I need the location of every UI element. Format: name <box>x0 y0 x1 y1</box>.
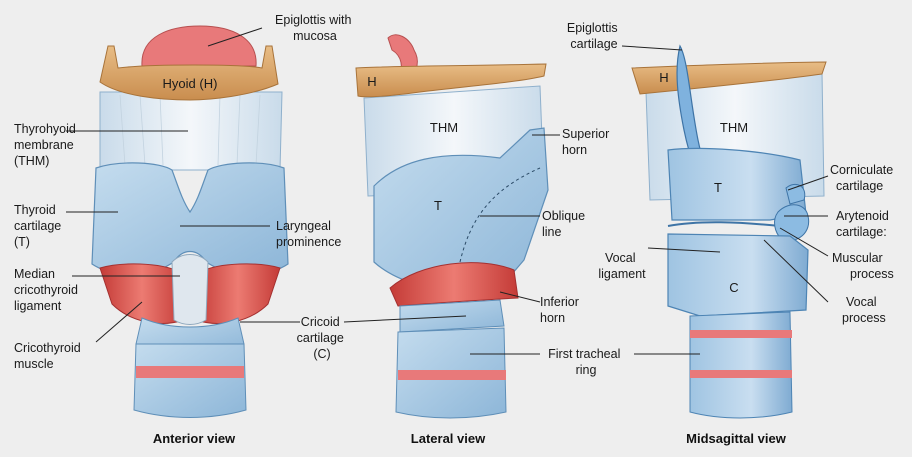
mid-trachea <box>689 311 793 419</box>
lateral-cricoid <box>399 299 505 333</box>
lateral-tracheal-ring-gap <box>398 370 506 380</box>
anterior-larynx <box>91 25 289 418</box>
label-corniculate: Corniculate cartilage <box>830 163 897 193</box>
lateral-thyroid-cartilage <box>373 127 549 295</box>
mid-tracheal-ring-gap-1 <box>690 330 792 338</box>
lateral-oblique-line <box>459 167 541 263</box>
mid-tracheal-ring-gap-2 <box>690 370 792 378</box>
anterior-cricothyroid-right <box>195 263 281 324</box>
label-cricothyroid-muscle: Cricothyroid muscle <box>14 341 84 371</box>
midsagittal-view-title: Midsagittal view <box>686 431 787 446</box>
anterior-hyoid <box>99 45 279 101</box>
anterior-view-title: Anterior view <box>153 431 236 446</box>
anterior-trachea <box>133 343 247 418</box>
label-cricoid: Cricoid cartilage (C) <box>297 315 348 361</box>
label-laryngeal-prominence: Laryngeal prominence <box>276 219 341 249</box>
label-h-lateral: H <box>367 74 376 89</box>
anterior-epiglottis <box>141 25 257 67</box>
label-superior-horn: Superior horn <box>562 127 613 157</box>
label-c-mid: C <box>729 280 738 295</box>
label-thm-lateral: THM <box>430 120 458 135</box>
anterior-tracheal-ring-gap <box>136 366 244 378</box>
labels: Epiglottis with mucosa Hyoid (H) Thyrohy… <box>14 13 897 377</box>
label-median-cricothyroid: Median cricothyroid ligament <box>14 267 81 313</box>
label-vocal-ligament: Vocal ligament <box>598 251 646 281</box>
lateral-hyoid <box>355 63 547 98</box>
label-arytenoid: Arytenoid cartilage: <box>836 209 892 239</box>
view-titles: Anterior view Lateral view Midsagittal v… <box>153 431 787 446</box>
midsagittal-larynx <box>631 44 827 419</box>
label-t-lateral: T <box>434 198 442 213</box>
label-t-mid: T <box>714 180 722 195</box>
mid-arytenoid <box>774 204 810 242</box>
label-epiglottis-cartilage: Epiglottis cartilage <box>567 21 621 51</box>
anterior-median-ligament <box>171 254 209 325</box>
lateral-view-title: Lateral view <box>411 431 486 446</box>
label-oblique-line: Oblique line <box>542 209 589 239</box>
mid-cricoid-lamina <box>667 233 809 317</box>
label-thyroid: Thyroid cartilage (T) <box>14 203 65 249</box>
lateral-larynx <box>355 34 549 419</box>
lateral-cricothyroid <box>389 262 519 307</box>
label-muscular-process: Muscular process <box>832 251 894 281</box>
label-hyoid: Hyoid (H) <box>163 76 218 91</box>
anterior-cricothyroid-left <box>99 263 185 324</box>
label-inferior-horn: Inferior horn <box>540 295 582 325</box>
label-epiglottis-mucosa: Epiglottis with mucosa <box>275 13 355 43</box>
mid-vocal-ligament <box>667 221 781 227</box>
membrane-fibers <box>119 94 261 166</box>
label-thm-mid: THM <box>720 120 748 135</box>
label-h-mid: H <box>659 70 668 85</box>
label-first-tracheal-ring: First tracheal ring <box>548 347 624 377</box>
leader-lines <box>66 27 829 355</box>
label-thyrohyoid: Thyrohyoid membrane (THM) <box>14 122 79 168</box>
label-vocal-process: Vocal process <box>842 295 886 325</box>
